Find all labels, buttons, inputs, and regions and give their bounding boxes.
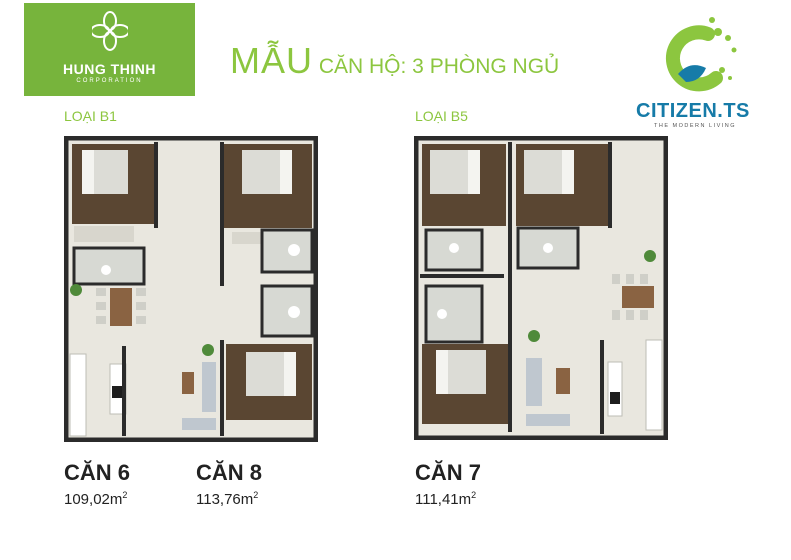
- chair: [96, 316, 106, 324]
- unit-name-7: CĂN 7: [415, 460, 482, 485]
- toilet-2: [288, 244, 300, 256]
- coffee-table: [556, 368, 570, 394]
- logo-subtitle: CORPORATION: [76, 78, 143, 84]
- chair: [640, 274, 648, 284]
- wardrobe-1: [74, 226, 134, 242]
- flower-logo-icon: [92, 11, 128, 51]
- unit-name-8: CĂN 8: [196, 460, 263, 485]
- brand-name: CITIZEN.TS: [636, 100, 750, 122]
- toilet-1: [449, 243, 459, 253]
- bathroom-2: [260, 228, 314, 274]
- toilet-1: [101, 265, 111, 275]
- stove: [610, 392, 620, 404]
- bathroom-2: [516, 226, 580, 270]
- pillow-2: [280, 150, 292, 194]
- chair: [612, 310, 620, 320]
- chair: [96, 302, 106, 310]
- brand-tagline: THE MODERN LIVING: [654, 123, 737, 129]
- hung-thinh-logo: HUNG THINH CORPORATION: [24, 3, 195, 96]
- toilet-3: [288, 306, 300, 318]
- chair: [136, 288, 146, 296]
- logo-name: HUNG THINH: [63, 61, 156, 77]
- title-prefix: MẪU: [230, 40, 313, 81]
- plant: [644, 250, 656, 262]
- dining-table: [622, 286, 654, 308]
- dining-table: [110, 288, 132, 326]
- bathroom-3: [260, 284, 314, 338]
- title-rest: CĂN HỘ: 3 PHÒNG NGỦ: [313, 55, 560, 78]
- unit-name-6: CĂN 6: [64, 460, 131, 485]
- plan-type-b5: LOẠI B5: [415, 108, 468, 124]
- page-title: MẪU CĂN HỘ: 3 PHÒNG NGỦ: [230, 40, 559, 82]
- chair: [136, 316, 146, 324]
- stove: [112, 386, 124, 398]
- toilet-3: [437, 309, 447, 319]
- chair: [612, 274, 620, 284]
- pillow-3: [284, 352, 296, 396]
- unit-area-7: 111,41m2: [415, 490, 477, 508]
- chair: [626, 310, 634, 320]
- outer-wall: [414, 136, 668, 440]
- kitchen-counter: [69, 353, 87, 437]
- floor-plan-b5: [414, 136, 668, 440]
- coffee-table: [182, 372, 194, 394]
- sofa: [202, 362, 216, 412]
- kitchen-island: [607, 361, 623, 417]
- pillow-1: [468, 150, 480, 194]
- sofa: [526, 358, 542, 406]
- pillow-2: [562, 150, 574, 194]
- chair: [640, 310, 648, 320]
- armchair: [182, 418, 216, 430]
- chair: [626, 274, 634, 284]
- unit-area-8: 113,76m2: [196, 490, 259, 508]
- floor-plan-b1: [64, 136, 318, 442]
- chair: [136, 302, 146, 310]
- toilet-2: [543, 243, 553, 253]
- plant: [202, 344, 214, 356]
- citizen-logo-icon: [665, 17, 737, 92]
- chair: [96, 288, 106, 296]
- outer-wall: [64, 136, 318, 442]
- plant: [70, 284, 82, 296]
- kitchen-counter: [645, 339, 663, 431]
- armchair: [526, 414, 570, 426]
- unit-area-6: 109,02m2: [64, 490, 128, 508]
- bathroom-3: [424, 284, 484, 344]
- plant: [528, 330, 540, 342]
- pillow-1: [82, 150, 94, 194]
- pillow-3: [436, 350, 448, 394]
- plan-type-b1: LOẠI B1: [64, 108, 117, 124]
